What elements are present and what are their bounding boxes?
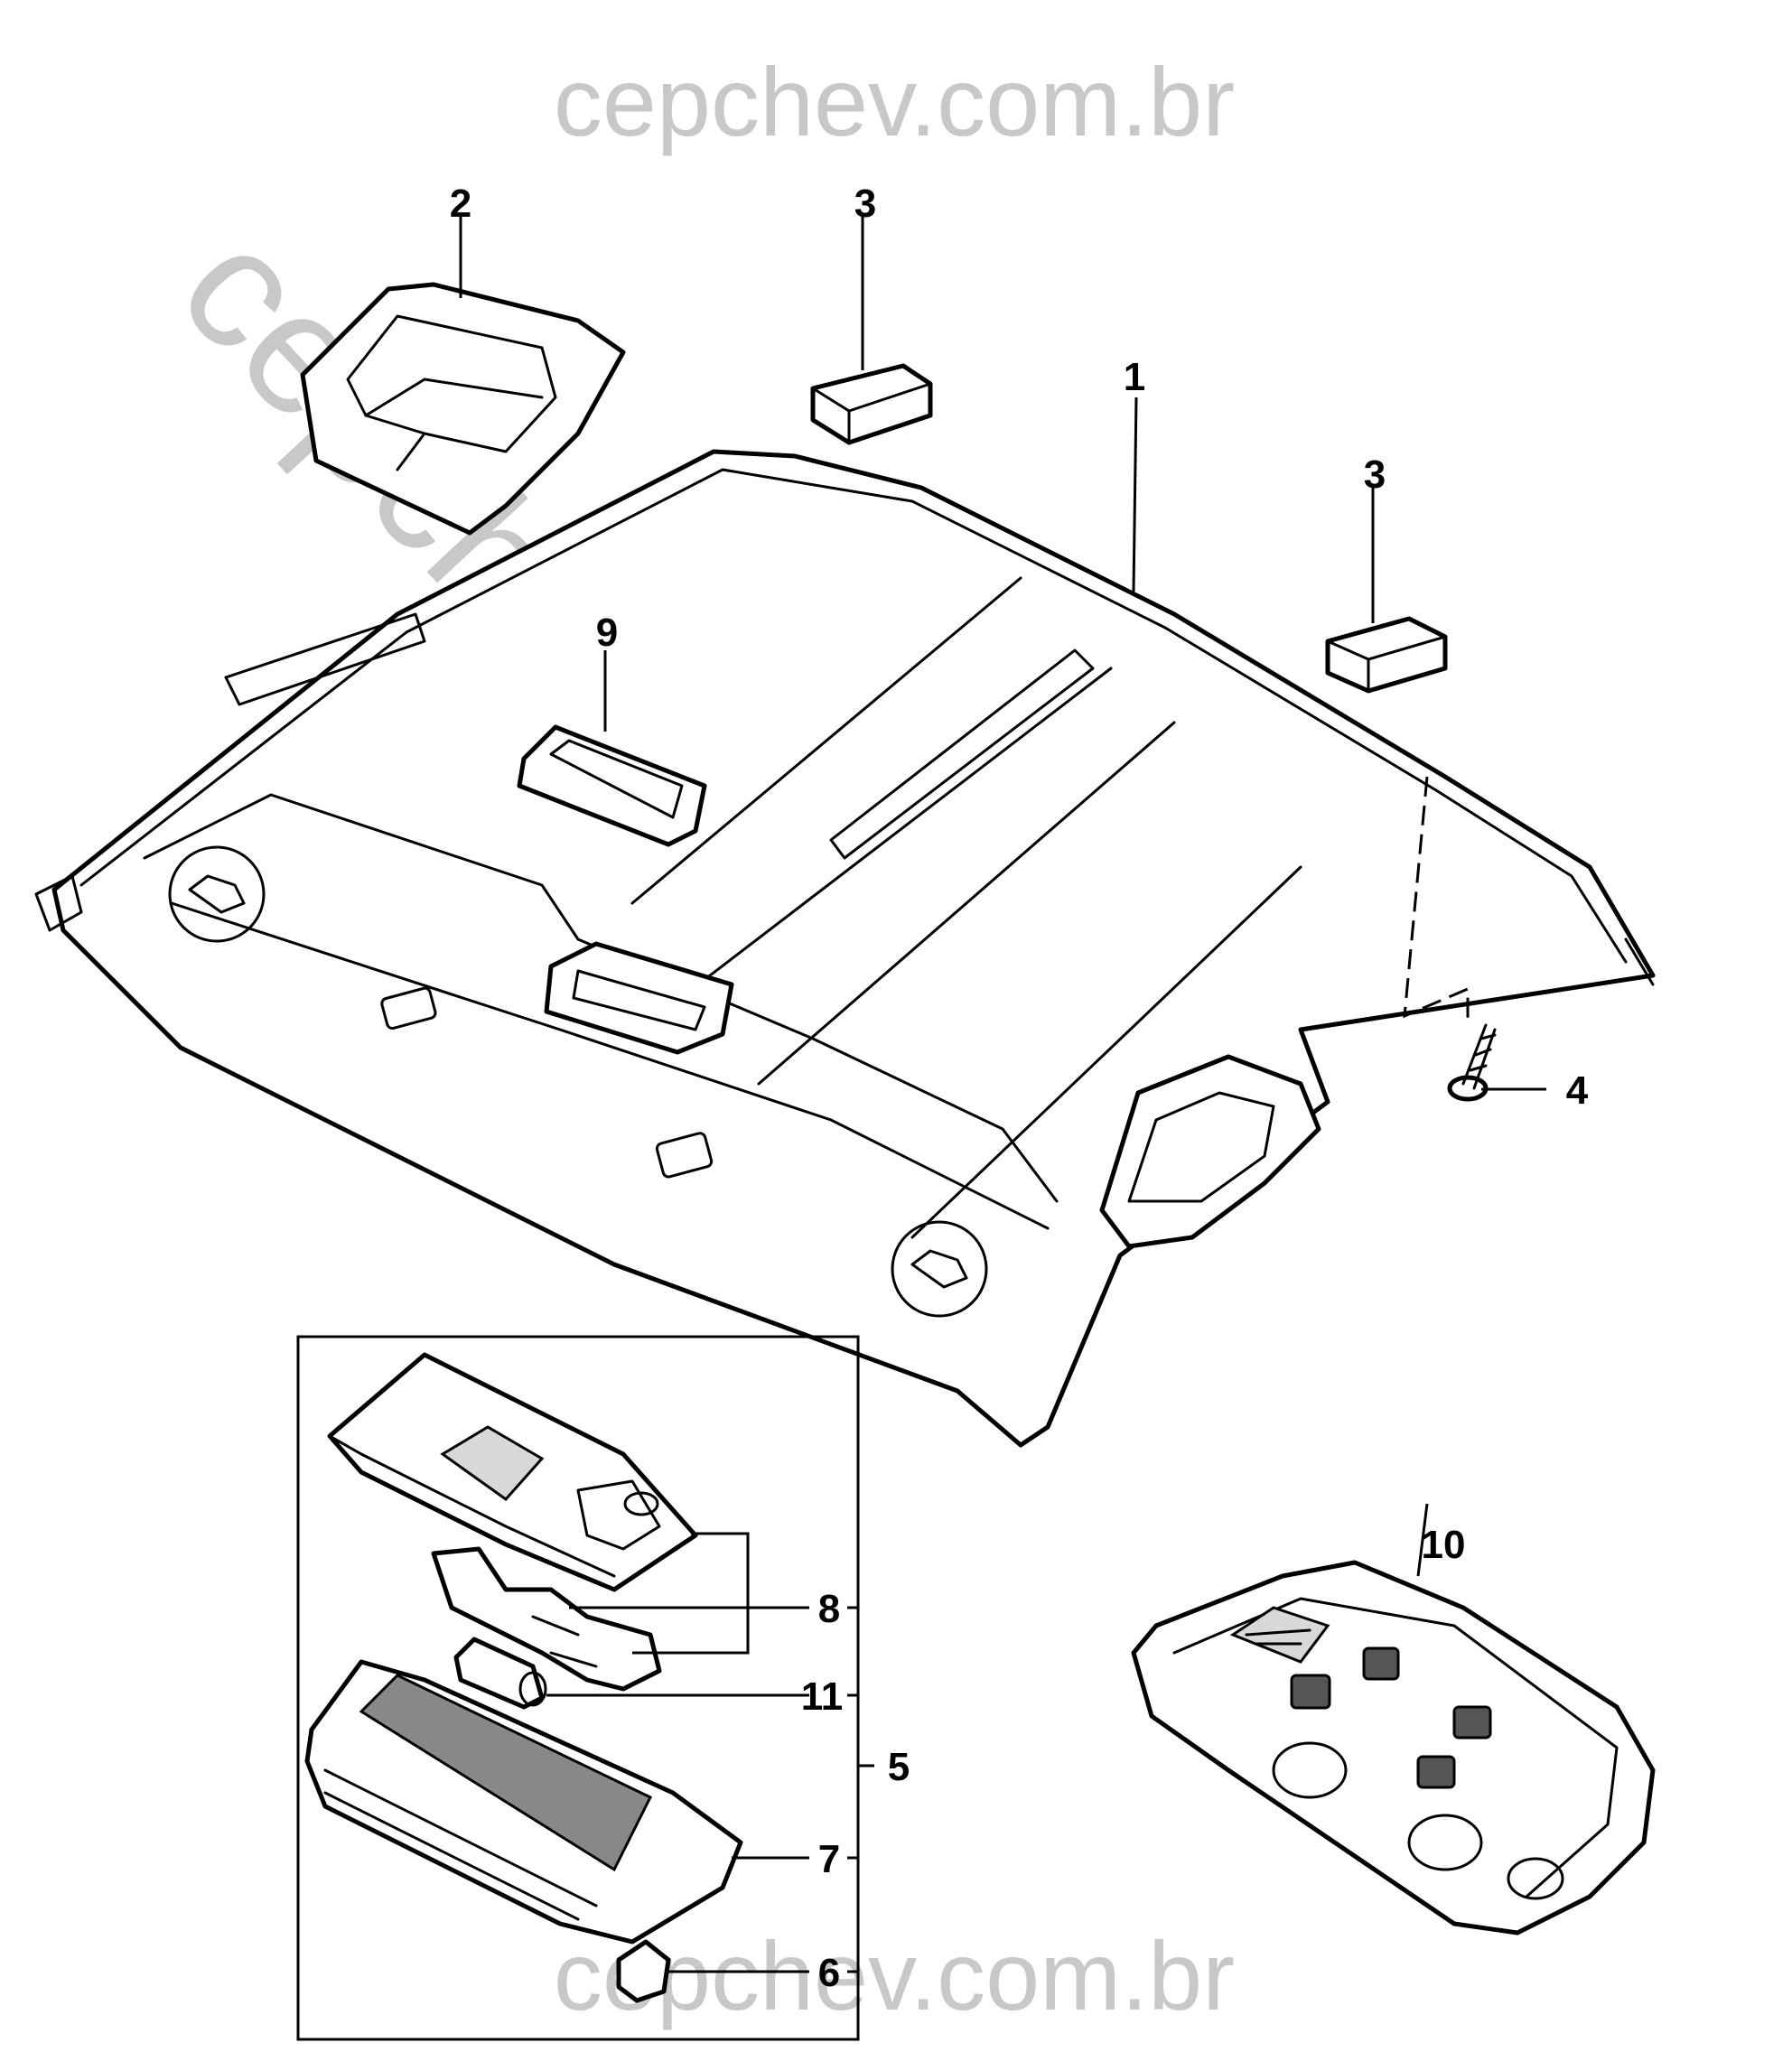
foam-pad-right bbox=[1325, 616, 1448, 694]
handle-bezel bbox=[517, 724, 707, 847]
dome-lens bbox=[304, 1659, 743, 1945]
callout-10: 10 bbox=[1422, 1523, 1466, 1567]
callout-11: 11 bbox=[801, 1674, 844, 1719]
callout-6: 6 bbox=[818, 1951, 840, 1995]
callout-7: 7 bbox=[818, 1837, 840, 1881]
contact-plate bbox=[431, 1546, 662, 1692]
callout-5: 5 bbox=[888, 1745, 910, 1789]
callout-8: 8 bbox=[818, 1587, 840, 1631]
callout-4: 4 bbox=[1566, 1068, 1589, 1113]
overhead-console bbox=[1131, 1560, 1656, 1935]
headliner-panel bbox=[34, 449, 1656, 1448]
festoon-bulb bbox=[453, 1637, 547, 1710]
inset-box bbox=[296, 1335, 860, 2041]
watermark-top: cepchev.com.br bbox=[554, 47, 1235, 156]
callout-3-right: 3 bbox=[1364, 452, 1386, 497]
leader-lines bbox=[459, 217, 1546, 1973]
lamp-clip bbox=[616, 1939, 671, 2003]
roof-trim-frame bbox=[300, 282, 626, 536]
callout-2: 2 bbox=[450, 182, 471, 226]
callout-1: 1 bbox=[1124, 355, 1145, 399]
callout-3-top: 3 bbox=[854, 182, 876, 226]
dome-light-housing bbox=[327, 1352, 698, 1592]
foam-pad-top bbox=[810, 363, 933, 445]
callout-9: 9 bbox=[596, 611, 618, 655]
